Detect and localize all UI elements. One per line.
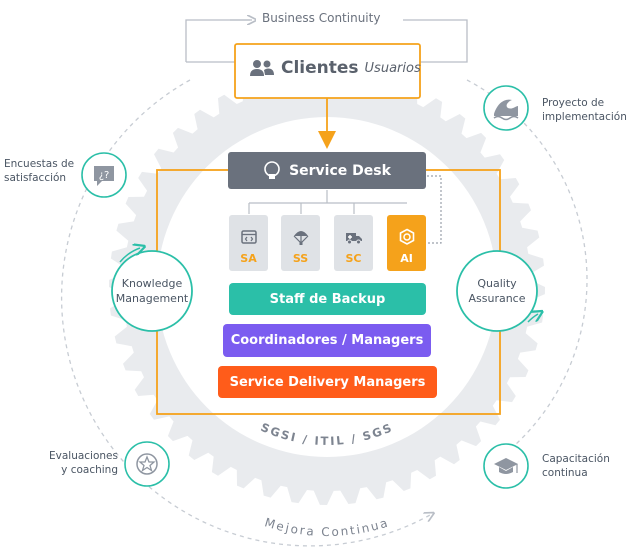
mejora-continua-arc-text: Mejora Continua <box>263 515 391 539</box>
ambulance-icon <box>345 233 362 245</box>
service-desk-label: Service Desk <box>289 162 391 179</box>
quality-assurance-label: Quality Assurance <box>468 277 526 305</box>
knowledge-management-label: Knowledge Management <box>115 277 189 305</box>
parachute-icon <box>293 231 308 245</box>
service-delivery-managers-bar: Service Delivery Managers <box>218 366 437 398</box>
star-icon <box>136 453 158 475</box>
users-icon <box>250 60 274 76</box>
clientes-title: Clientes <box>281 58 359 78</box>
service-code-sa: SA <box>240 252 257 265</box>
evaluaciones-circle <box>124 441 170 487</box>
service-desk-bar: Service Desk <box>228 152 426 189</box>
clientes-content: Clientes Usuarios <box>250 58 421 78</box>
knowledge-circle <box>111 250 193 332</box>
evaluaciones-label: Evaluaciones y coaching <box>49 450 118 476</box>
service-box-sa: SA <box>229 215 268 271</box>
wave-icon <box>493 99 519 121</box>
code-window-icon <box>240 230 257 244</box>
business-continuity-bracket <box>185 19 250 62</box>
service-code-ss: SS <box>292 252 309 265</box>
service-box-ss: SS <box>281 215 320 271</box>
frameworks-arc-text: SGSI / ITIL / SGS <box>259 420 396 448</box>
encuestas-label: Encuestas de satisfacción <box>4 158 75 184</box>
staff-backup-bar: Staff de Backup <box>229 283 426 315</box>
coordinators-bar: Coordinadores / Managers <box>223 324 431 357</box>
chat-question-icon: ¿? <box>94 166 114 186</box>
capacitacion-label: Capacitación continua <box>542 453 610 479</box>
hexagon-icon <box>399 228 414 245</box>
business-continuity-label: Business Continuity <box>256 11 387 25</box>
graduation-cap-icon <box>494 458 518 474</box>
quality-circle <box>456 250 538 332</box>
proyecto-label: Proyecto de implementación <box>542 97 627 123</box>
clientes-subtitle: Usuarios <box>364 60 421 76</box>
svg-text:¿?: ¿? <box>99 170 110 181</box>
service-box-sc: SC <box>334 215 373 271</box>
service-box-ai: AI <box>387 215 426 271</box>
service-code-sc: SC <box>345 252 362 265</box>
headset-icon <box>264 160 280 179</box>
service-code-ai: AI <box>400 252 413 265</box>
